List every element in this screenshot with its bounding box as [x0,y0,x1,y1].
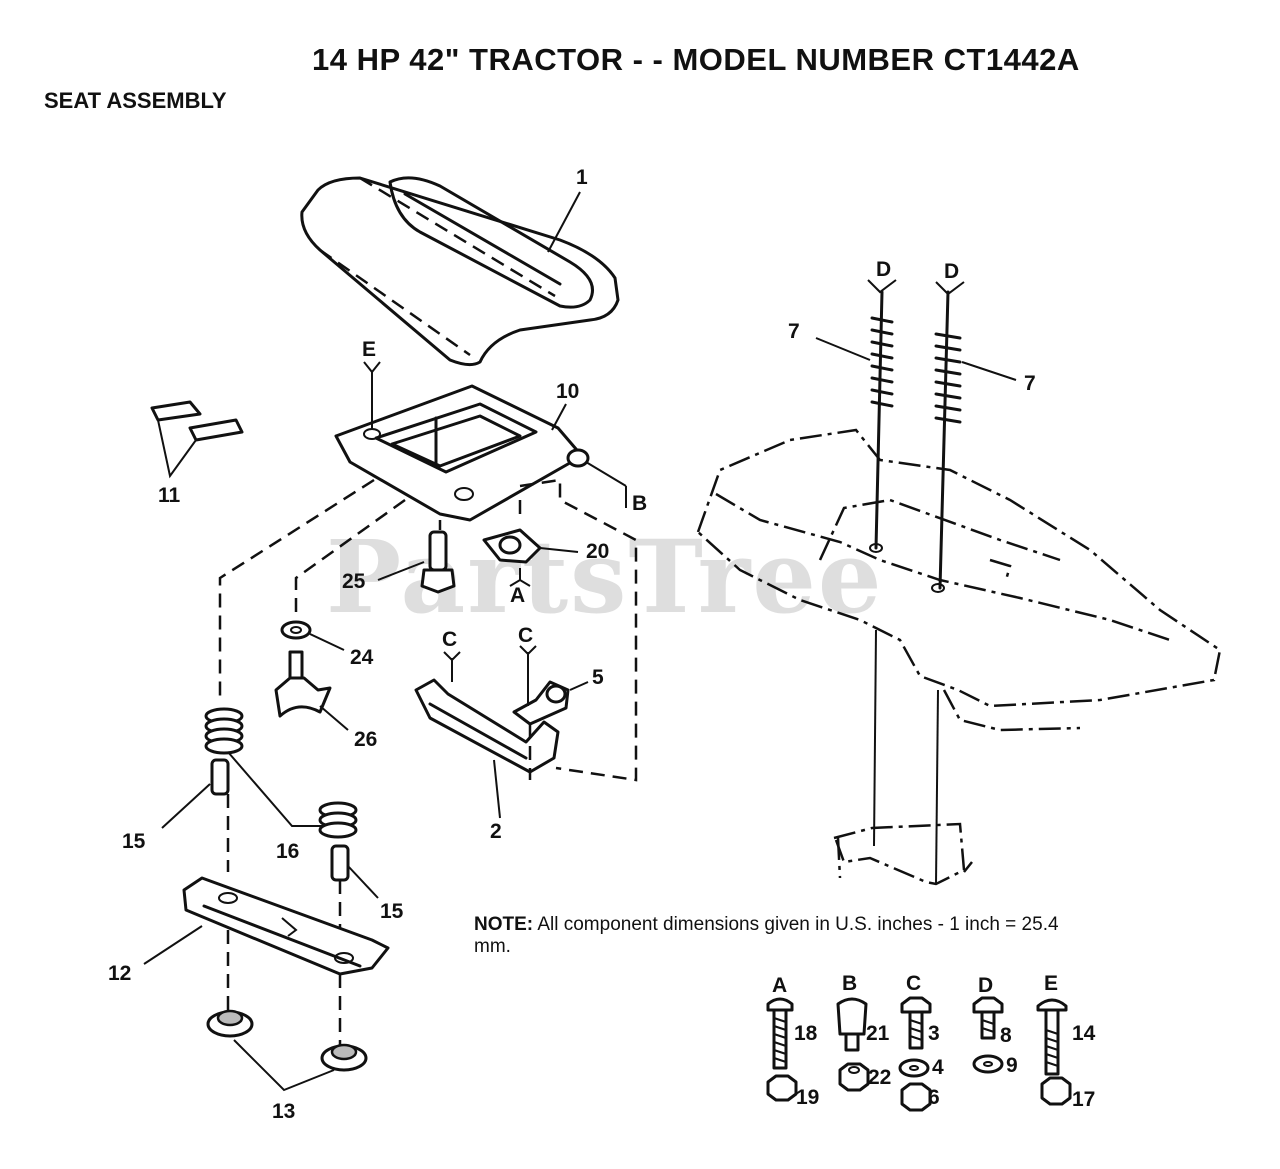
hardware-3: 3 [928,1022,940,1045]
hardware-group-a: A [772,974,787,997]
hardware-group-c: C [906,972,921,995]
hex-bolt-part[interactable] [900,996,932,1050]
screw-part[interactable] [766,997,794,1070]
base-plate-part[interactable] [143,876,390,976]
callout-15a: 15 [122,830,146,853]
hardware-legend: A 18 19 B 21 22 C [766,972,1096,1112]
leader-line [551,403,567,431]
ref-arrow [519,645,537,706]
hardware-21: 21 [866,1022,890,1045]
watermark: PartsTree [326,518,884,636]
fender-outline [696,428,1222,732]
leader-line [377,561,425,581]
spring-part[interactable] [318,801,358,839]
leader-line [547,191,581,253]
ref-letter-c2: C [518,624,533,647]
hardware-group-d: D [978,974,993,997]
ref-arrow [443,651,461,682]
ref-letter-d2: D [944,260,959,283]
ref-arrow [867,279,897,294]
spring-part[interactable] [204,707,244,755]
hardware-9: 9 [1006,1054,1018,1077]
hardware-group-b: B [842,972,857,995]
ref-arrow [509,568,531,587]
assembly-line [218,478,375,700]
lock-nut-part[interactable] [900,1082,932,1112]
leader-line [233,1039,335,1092]
note-prefix: NOTE: [474,914,534,935]
callout-24: 24 [350,646,374,669]
bracket-clamp-part[interactable] [512,680,589,726]
washer-part[interactable] [280,620,345,651]
flat-washer-part[interactable] [898,1058,930,1078]
seat-cushion-part[interactable] [300,176,620,367]
callout-15b: 15 [380,900,404,923]
callout-5: 5 [592,666,604,689]
hardware-19: 19 [796,1086,819,1109]
rod-line [935,689,939,885]
ref-arrow [935,281,965,296]
callout-7b: 7 [1024,372,1036,395]
seat-pan-part[interactable] [334,384,627,522]
leader-line [227,751,322,827]
hardware-6: 6 [928,1086,940,1109]
seat-support-bracket-part[interactable] [414,678,560,819]
ref-letter-d1: D [876,258,891,281]
dimension-note: NOTE: All component dimensions given in … [474,914,1074,958]
ref-letter-b: B [632,492,647,515]
clamp-part[interactable] [482,528,579,564]
decal-part[interactable] [150,400,244,479]
hardware-22: 22 [868,1066,891,1089]
callout-11: 11 [158,484,181,507]
hex-nut-part[interactable] [838,1062,870,1092]
bushing-part[interactable] [330,844,379,899]
mount-bracket-outline [833,822,973,886]
lock-nut-part[interactable] [1040,1076,1072,1106]
carriage-bolt-part[interactable] [1036,998,1068,1076]
assembly-line [519,478,638,782]
bushing-part[interactable] [161,758,230,829]
ref-letter-e: E [362,338,376,361]
rod-line [873,629,877,847]
shoulder-bolt-part[interactable] [836,997,868,1052]
hardware-17: 17 [1072,1088,1095,1111]
hex-bolt-part[interactable] [972,996,1004,1040]
callout-20: 20 [586,540,609,563]
callout-26: 26 [354,728,377,751]
hardware-14: 14 [1072,1022,1096,1045]
shoulder-bolt-part[interactable] [420,530,456,594]
lock-nut-part[interactable] [766,1074,798,1102]
callout-10: 10 [556,380,579,403]
callout-1: 1 [576,166,588,189]
callout-25: 25 [342,570,366,593]
assembly-line [294,498,406,620]
section-title: SEAT ASSEMBLY [44,88,227,113]
ref-arrow [363,361,381,374]
grommet-part[interactable] [206,1009,254,1038]
callout-2: 2 [490,820,502,843]
hardware-8: 8 [1000,1024,1012,1047]
spring-rod-part[interactable] [815,290,894,550]
hardware-4: 4 [932,1056,944,1079]
callout-13: 13 [272,1100,295,1123]
note-text: All component dimensions given in U.S. i… [474,914,1059,957]
page-title: 14 HP 42" TRACTOR - - MODEL NUMBER CT144… [312,42,1080,77]
hardware-18: 18 [794,1022,818,1045]
ref-letter-a: A [510,584,525,607]
spring-rod-part[interactable] [934,290,1017,590]
callout-7a: 7 [788,320,800,343]
knob-part[interactable] [274,650,349,731]
callout-16: 16 [276,840,299,863]
ref-letter-c1: C [442,628,457,651]
grommet-part[interactable] [320,1043,368,1072]
callout-12: 12 [108,962,131,985]
flat-washer-part[interactable] [972,1054,1004,1074]
hardware-group-e: E [1044,972,1058,995]
